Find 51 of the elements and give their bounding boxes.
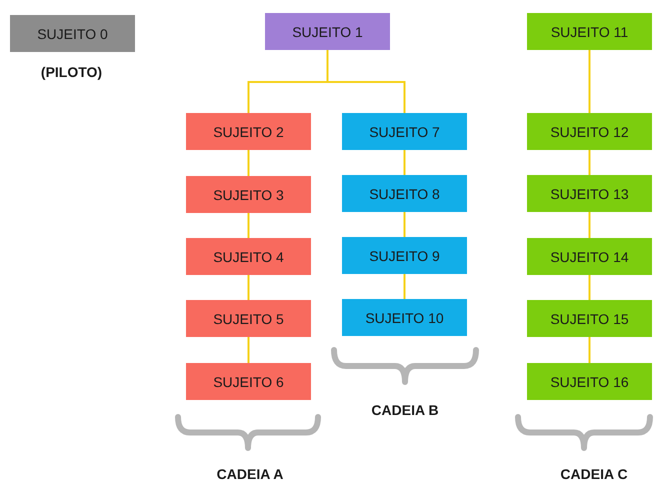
connector-line bbox=[588, 337, 590, 363]
subject-label: SUJEITO 6 bbox=[213, 374, 284, 390]
connector-line bbox=[404, 274, 406, 299]
subject-label: SUJEITO 3 bbox=[213, 186, 284, 202]
subject-label: SUJEITO 10 bbox=[365, 310, 444, 326]
subject-box bbox=[342, 113, 467, 150]
connector-line bbox=[326, 50, 406, 113]
subject-box bbox=[342, 237, 467, 274]
subject-box bbox=[527, 13, 652, 50]
subject-label: SUJEITO 16 bbox=[550, 374, 629, 390]
subject-label: SUJEITO 8 bbox=[369, 186, 440, 202]
subject-box bbox=[10, 15, 135, 52]
group-label: CADEIA C bbox=[560, 466, 628, 482]
subject-label: SUJEITO 4 bbox=[213, 248, 284, 264]
subject-label: SUJEITO 2 bbox=[213, 124, 284, 140]
subject-box bbox=[342, 175, 467, 212]
subject-box bbox=[186, 363, 311, 400]
subject-label: SUJEITO 0 bbox=[37, 26, 108, 42]
subject-label: SUJEITO 13 bbox=[550, 186, 629, 202]
subject-label: SUJEITO 5 bbox=[213, 310, 284, 326]
subject-label: SUJEITO 9 bbox=[369, 248, 440, 264]
subject-box bbox=[342, 299, 467, 336]
node-caption: (PILOTO) bbox=[40, 64, 102, 80]
subject-box bbox=[527, 238, 652, 275]
subject-box bbox=[527, 300, 652, 337]
connector-line bbox=[588, 212, 590, 238]
subject-box bbox=[186, 113, 311, 150]
connector-line bbox=[248, 213, 250, 238]
connector-line bbox=[248, 337, 250, 363]
subject-box bbox=[186, 176, 311, 213]
subject-label: SUJEITO 11 bbox=[550, 24, 628, 40]
connector-line bbox=[404, 212, 406, 237]
connector-line bbox=[404, 150, 406, 175]
group-label: CADEIA A bbox=[216, 466, 284, 482]
subject-box bbox=[527, 113, 652, 150]
subject-label: SUJEITO 1 bbox=[292, 24, 363, 40]
connector-line bbox=[588, 150, 590, 175]
subject-label: SUJEITO 7 bbox=[369, 124, 440, 140]
subject-box bbox=[186, 238, 311, 275]
connector-line bbox=[248, 150, 250, 176]
subject-box bbox=[186, 300, 311, 337]
connector-line bbox=[588, 50, 590, 113]
connector-line bbox=[588, 275, 590, 300]
connector-line bbox=[248, 275, 250, 300]
subject-box bbox=[265, 13, 390, 50]
subject-label: SUJEITO 14 bbox=[550, 248, 629, 264]
subject-label: SUJEITO 12 bbox=[550, 124, 629, 140]
subject-label: SUJEITO 15 bbox=[550, 310, 629, 326]
subject-box bbox=[527, 363, 652, 400]
group-label: CADEIA B bbox=[371, 402, 439, 418]
subject-box bbox=[527, 175, 652, 212]
